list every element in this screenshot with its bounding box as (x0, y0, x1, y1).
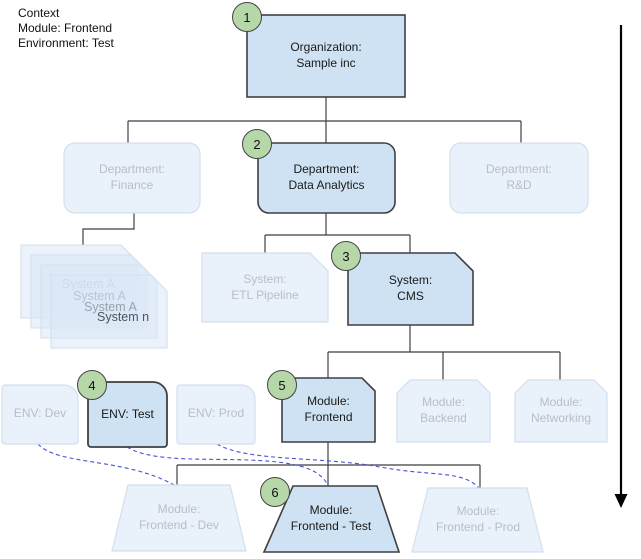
department-rd-shape (449, 142, 589, 214)
step-badge-4: 4 (77, 370, 107, 400)
dashed-env-links (37, 443, 480, 489)
department-data-analytics-shape (257, 142, 396, 214)
timeline-arrowhead-icon (614, 494, 628, 508)
department-finance-shape (63, 142, 201, 214)
organization-node-shape (246, 14, 406, 98)
connector-finance-to-systems (82, 212, 135, 245)
dashed-link-test (126, 446, 330, 488)
dashed-link-dev (37, 443, 177, 487)
step-badge-2: 2 (242, 129, 272, 159)
timeline-arrow (614, 25, 628, 508)
context-module-line: Module: Frontend (18, 21, 113, 35)
module-frontend-dev-shape (111, 484, 247, 552)
env-prod-shape (176, 384, 256, 445)
step-badge-6: 6 (260, 477, 290, 507)
context-block: Context Module: Frontend Environment: Te… (18, 6, 114, 51)
connector-org-to-departments (127, 97, 522, 143)
context-heading: Context (18, 6, 60, 20)
context-environment-line: Environment: Test (18, 36, 114, 50)
env-dev-shape (1, 384, 79, 445)
step-badge-5: 5 (267, 370, 297, 400)
connector-analytics-to-systems (264, 213, 411, 253)
system-stack-card-4 (50, 274, 168, 349)
system-etl-shape (201, 252, 329, 323)
module-backend-shape (396, 379, 491, 443)
connector-cms-to-modules (327, 325, 561, 380)
module-frontend-test-shape (262, 485, 401, 553)
step-badge-3: 3 (331, 241, 361, 271)
dashed-link-prod (216, 443, 480, 489)
step-badge-1: 1 (232, 2, 262, 32)
system-cms-shape (347, 252, 474, 326)
connector-frontend-to-instances (176, 442, 481, 488)
module-networking-shape (514, 379, 608, 443)
system-stack-shapes (20, 244, 168, 349)
module-frontend-prod-shape (411, 487, 544, 553)
connector-lines (82, 97, 561, 488)
